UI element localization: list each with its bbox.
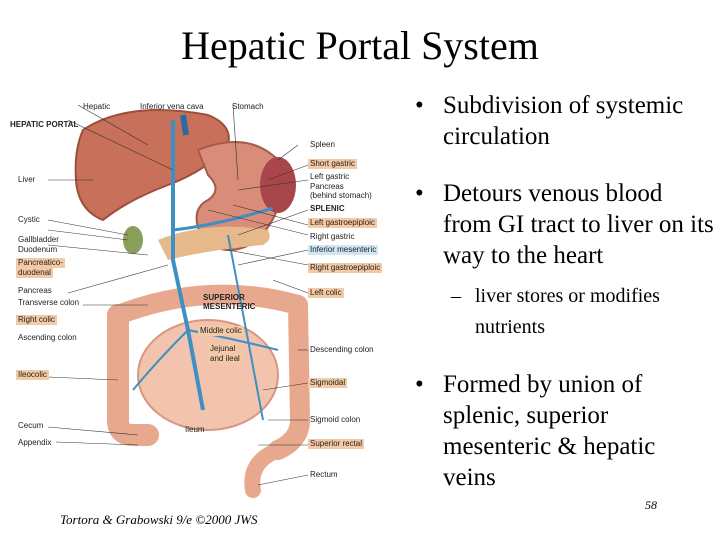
bullet-dot: • bbox=[415, 371, 424, 398]
label-cecum: Cecum bbox=[18, 421, 44, 430]
label-sigmoid-colon: Sigmoid colon bbox=[310, 415, 361, 424]
image-credit: Tortora & Grabowski 9/e ©2000 JWS bbox=[60, 512, 258, 527]
label-gallbladder: Gallbladder bbox=[18, 235, 59, 244]
label-middle-colic: Middle colic bbox=[198, 326, 244, 336]
anatomy-illustration bbox=[47, 104, 311, 498]
label-hepatic-portal: HEPATIC PORTAL bbox=[10, 120, 79, 129]
bullet-item: • Detours venous blood from GI tract to … bbox=[415, 178, 715, 271]
bullet-dot: • bbox=[415, 92, 424, 119]
label-superior: SUPERIOR bbox=[203, 293, 245, 302]
label-short-gastric: Short gastric bbox=[308, 159, 357, 169]
label-pancreas-left: Pancreas bbox=[18, 286, 52, 295]
label-ileum: Ileum bbox=[185, 425, 205, 434]
label-ileocolic: Ileocolic bbox=[16, 370, 49, 380]
bullet-text: Subdivision of systemic circulation bbox=[443, 92, 684, 150]
label-right-gastroepiploic: Right gastroepiploic bbox=[308, 263, 383, 273]
label-hepatic: Hepatic bbox=[83, 102, 111, 111]
label-rectum: Rectum bbox=[310, 470, 338, 479]
label-superior-rectal: Superior rectal bbox=[308, 439, 365, 449]
label-descending-colon: Descending colon bbox=[310, 345, 374, 354]
label-right-colic: Right colic bbox=[16, 315, 57, 325]
hepatic-portal-diagram: Hepatic HEPATIC PORTAL Liver Cystic Gall… bbox=[8, 90, 383, 510]
label-left-colic: Left colic bbox=[308, 288, 344, 298]
label-stomach: Stomach bbox=[232, 102, 264, 111]
sub-bullet-item: – liver stores or modifies nutrients bbox=[415, 281, 715, 343]
bullet-list: • Subdivision of systemic circulation • … bbox=[415, 90, 715, 493]
label-right-gastric: Right gastric bbox=[310, 232, 355, 241]
label-jejunal: Jejunal bbox=[208, 344, 238, 354]
label-cystic: Cystic bbox=[18, 215, 40, 224]
label-inferior-mesenteric: Inferior mesenteric bbox=[308, 245, 379, 255]
label-splenic: SPLENIC bbox=[310, 204, 345, 213]
label-pancreatico: Pancreatico- bbox=[16, 258, 65, 268]
label-inferior-vena-cava: Inferior vena cava bbox=[140, 102, 204, 111]
label-duodenum: Duodenum bbox=[18, 245, 58, 254]
label-duodenal: duodenal bbox=[16, 268, 53, 278]
bullet-text: Detours venous blood from GI tract to li… bbox=[443, 180, 714, 269]
label-appendix: Appendix bbox=[18, 438, 52, 447]
label-spleen: Spleen bbox=[310, 140, 335, 149]
label-liver: Liver bbox=[18, 175, 36, 184]
label-pancreas-right: Pancreas bbox=[310, 182, 344, 191]
page-number: 58 bbox=[645, 498, 657, 512]
label-mesenteric: MESENTERIC bbox=[203, 302, 256, 311]
label-left-gastric: Left gastric bbox=[310, 172, 350, 181]
sub-bullet-text: liver stores or modifies nutrients bbox=[475, 285, 660, 338]
label-sigmoidal: Sigmoidal bbox=[308, 378, 348, 388]
label-left-gastroepiploic: Left gastroepiploic bbox=[308, 218, 377, 228]
sub-bullet-dash: – bbox=[451, 285, 461, 307]
label-behind-stomach: (behind stomach) bbox=[310, 191, 372, 200]
label-transverse-colon: Transverse colon bbox=[18, 298, 80, 307]
bullet-item: • Formed by union of splenic, superior m… bbox=[415, 369, 713, 493]
label-and-ileal: and ileal bbox=[208, 354, 242, 364]
bullet-item: • Subdivision of systemic circulation bbox=[415, 90, 715, 152]
bullet-dot: • bbox=[415, 180, 424, 207]
label-ascending-colon: Ascending colon bbox=[18, 333, 77, 342]
bullet-text: Formed by union of splenic, superior mes… bbox=[443, 371, 656, 491]
slide-title: Hepatic Portal System bbox=[181, 23, 539, 68]
